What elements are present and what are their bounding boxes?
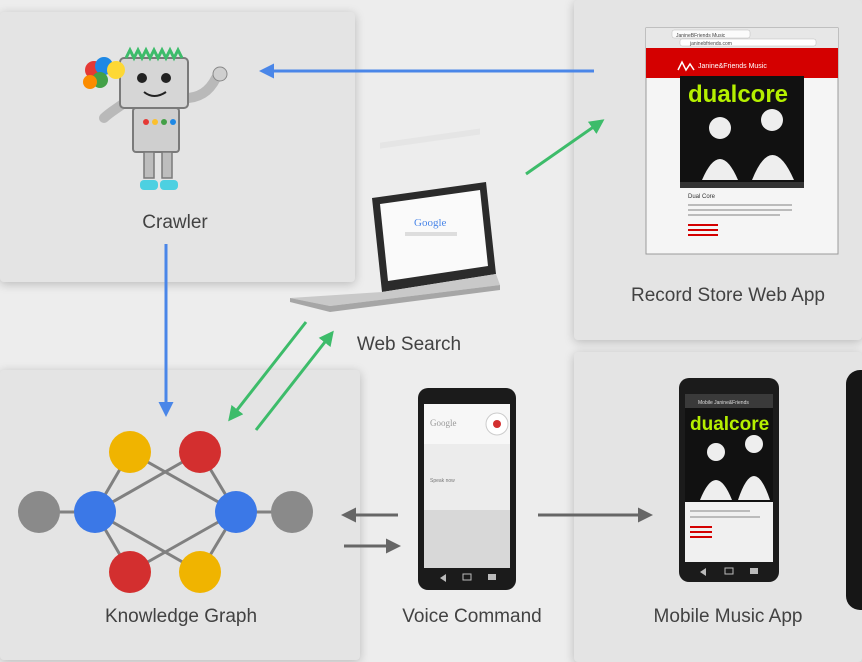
- graph-node-red-top: [179, 431, 221, 473]
- graph-node-blue-left: [74, 491, 116, 533]
- graph-node-yellow-top: [109, 431, 151, 473]
- record-store-browser: JanineBFriends Music janinebfriends.com …: [645, 27, 839, 255]
- graph-node-yellow-bottom: [179, 551, 221, 593]
- site-name: Janine&Friends Music: [698, 63, 767, 70]
- knowledge-graph-label: Knowledge Graph: [105, 606, 257, 627]
- voice-command-label: Voice Command: [402, 606, 541, 627]
- browser-url: janinebfriends.com: [689, 41, 732, 47]
- graph-node-gray-left: [18, 491, 60, 533]
- crawler-robot-icon: [83, 46, 228, 190]
- voice-phone-prompt: Speak now: [430, 478, 455, 484]
- graph-node-blue-right: [215, 491, 257, 533]
- knowledge-graph-network: [18, 431, 313, 593]
- graph-node-red-bottom: [109, 551, 151, 593]
- record-store-label: Record Store Web App: [631, 285, 825, 306]
- voice-phone-logo: Google: [430, 418, 457, 428]
- web-search-logo: Google: [414, 217, 447, 229]
- arrow-search-to-knowledge-graph: [228, 321, 308, 422]
- voice-phone-icon: Google Speak now: [418, 388, 516, 590]
- arrow-knowledge-graph-to-search: [254, 330, 334, 431]
- crawler-label: Crawler: [142, 212, 208, 233]
- music-phone-icon: Mobile Janine&Friends dualcore: [679, 378, 779, 582]
- presenter-silhouette: [846, 370, 862, 610]
- mobile-music-label: Mobile Music App: [654, 606, 803, 627]
- browser-tab-label: JanineBFriends Music: [676, 33, 726, 39]
- music-phone-banner: dualcore: [690, 414, 769, 435]
- graph-node-gray-right: [271, 491, 313, 533]
- web-search-label: Web Search: [357, 334, 461, 355]
- music-phone-title: Mobile Janine&Friends: [698, 400, 749, 406]
- browser-banner: dualcore: [688, 81, 788, 108]
- browser-page-heading: Dual Core: [688, 194, 716, 200]
- arrow-search-to-record-store: [525, 119, 605, 176]
- laptop-icon: Google: [290, 128, 500, 312]
